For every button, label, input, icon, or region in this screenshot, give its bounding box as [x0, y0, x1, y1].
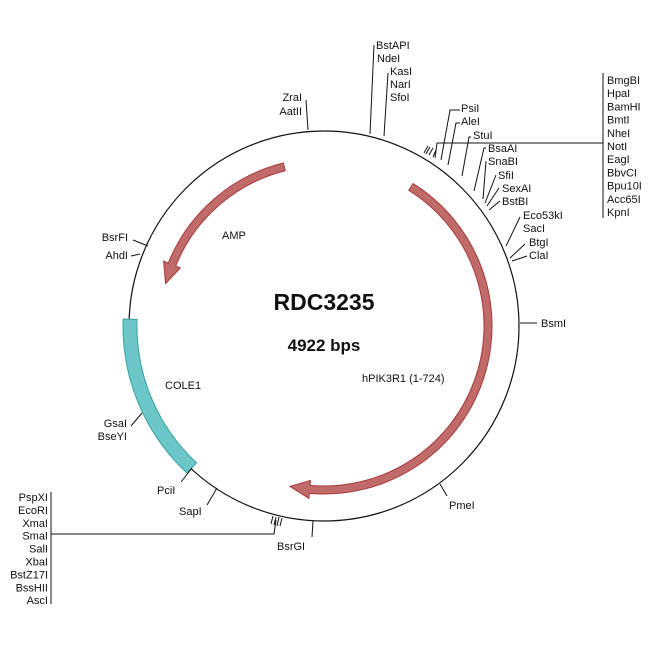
site-label: BssHII: [16, 582, 48, 594]
site-label: AleI: [461, 116, 480, 128]
hpik3r1-feature-arrow: [288, 182, 493, 500]
site-label: AscI: [27, 595, 48, 607]
site-label: XbaI: [25, 557, 48, 569]
site-label: NotI: [607, 141, 627, 153]
site-label: SexAI: [502, 183, 531, 195]
site-label: Bpu10I: [607, 181, 642, 193]
site-label: XmaI: [22, 518, 48, 530]
site-label: SfoI: [390, 92, 410, 104]
feature-label-amp: AMP: [222, 230, 246, 242]
site-label: NheI: [607, 128, 630, 140]
site-label: BsmI: [541, 318, 566, 330]
site-label: BsrFI: [102, 232, 128, 244]
site-label: KasI: [390, 66, 412, 78]
site-label: BstBI: [502, 196, 528, 208]
site-label: EcoRI: [18, 505, 48, 517]
feature-label-hpik3r1: hPIK3R1 (1-724): [362, 373, 445, 385]
site-label: BseYI: [98, 431, 127, 443]
site-label: ClaI: [529, 250, 549, 262]
site-label: PciI: [157, 485, 175, 497]
site-label: Acc65I: [607, 194, 641, 206]
site-label: PmeI: [449, 500, 475, 512]
site-label: BmtI: [607, 115, 630, 127]
site-label: BamHI: [607, 101, 641, 113]
site-label: ZraI: [282, 92, 302, 104]
site-label: HpaI: [607, 88, 630, 100]
site-label: PspXI: [19, 492, 48, 504]
site-label: PsiI: [461, 103, 479, 115]
site-label: StuI: [473, 130, 493, 142]
site-label: SalI: [29, 544, 48, 556]
site-label: BstZ17I: [10, 569, 48, 581]
site-label: GsaI: [104, 418, 127, 430]
site-label: NdeI: [377, 53, 400, 65]
site-label: KpnI: [607, 207, 630, 219]
site-label: NarI: [390, 79, 411, 91]
site-label: BsrGI: [277, 541, 305, 553]
site-label: AatII: [279, 106, 302, 118]
site-label: BmgBI: [607, 75, 640, 87]
site-label: SnaBI: [488, 156, 518, 168]
plasmid-size: 4922 bps: [288, 336, 361, 355]
site-label: BtgI: [529, 237, 549, 249]
cole1-feature: [122, 318, 198, 474]
feature-layer: [122, 162, 493, 500]
site-label: EagI: [607, 154, 630, 166]
site-label: BsaAI: [488, 143, 517, 155]
site-label: AhdI: [105, 250, 128, 262]
feature-label-cole1: COLE1: [165, 380, 201, 392]
amp-feature-arrow: [163, 162, 286, 285]
site-label: SfiI: [498, 170, 514, 182]
site-label: SapI: [179, 506, 202, 518]
site-label: SmaI: [22, 531, 48, 543]
site-label: BstAPI: [376, 40, 410, 52]
site-label: BbvCI: [607, 167, 637, 179]
site-label: SacI: [523, 223, 545, 235]
plasmid-name: RDC3235: [274, 289, 375, 315]
site-label: Eco53kI: [523, 210, 563, 222]
